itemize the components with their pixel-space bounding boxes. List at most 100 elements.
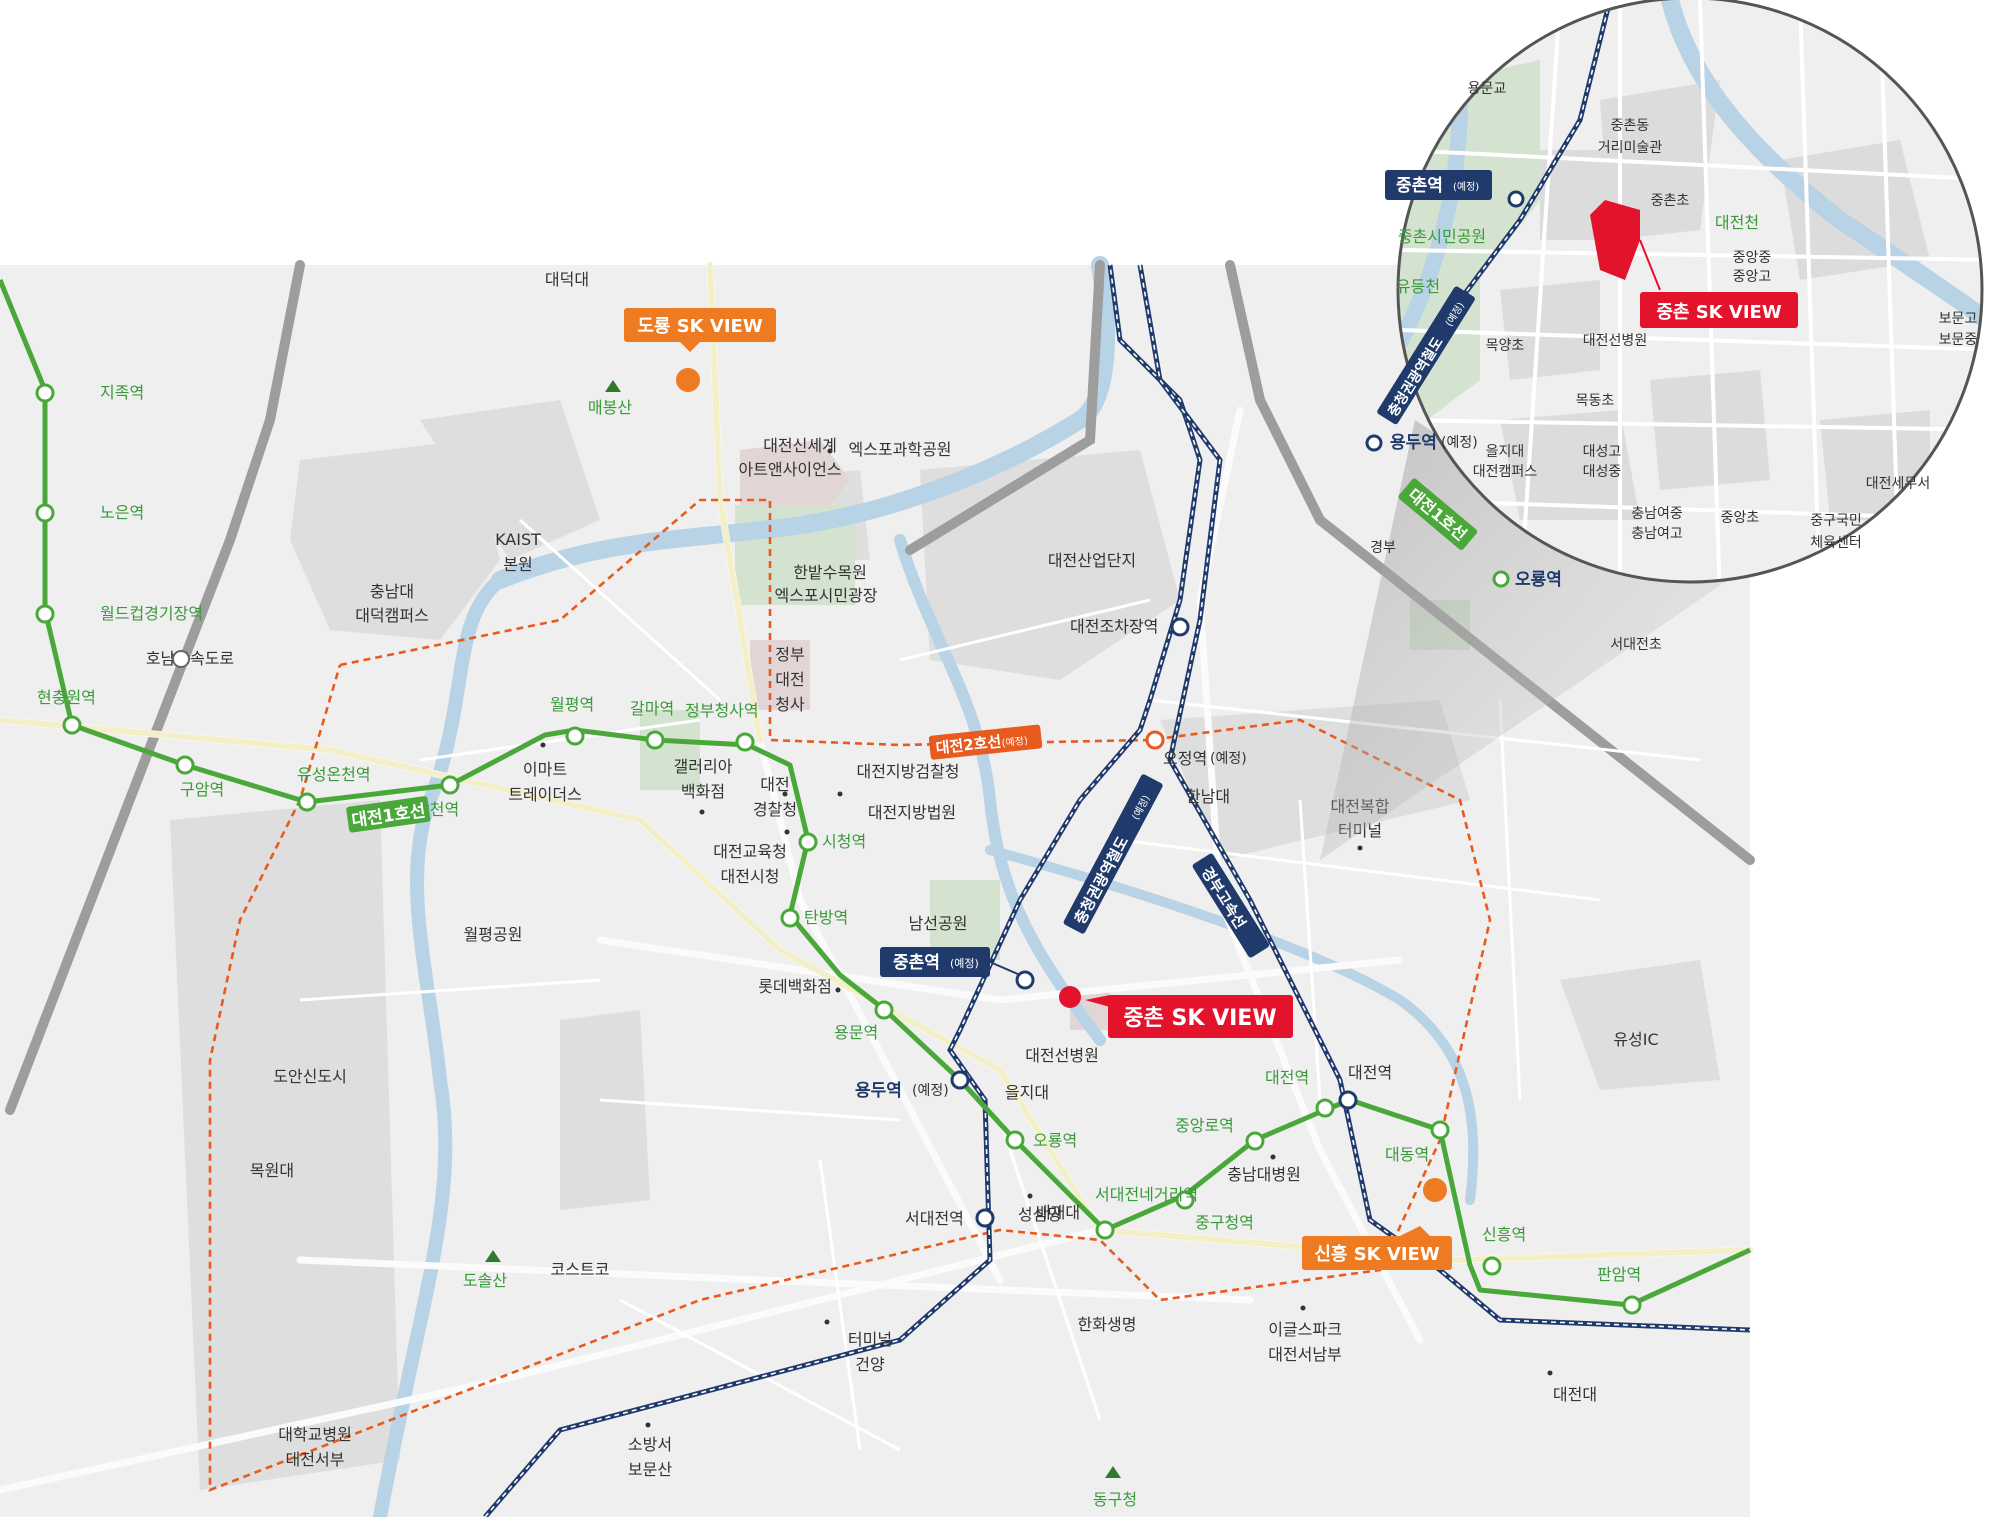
project-main[interactable]: 중촌 SK VIEW [1059,986,1293,1038]
rail-station-seodaejeon[interactable] [975,1208,995,1228]
rail-station-daejeon[interactable] [1338,1090,1358,1110]
inset-station-yongdu[interactable] [1365,434,1383,452]
line1-station-dot[interactable] [62,715,82,735]
district-label: 한밭수목원 [793,563,867,582]
svg-text:오정역: 오정역 [1163,749,1207,768]
svg-text:(예정): (예정) [1001,735,1028,750]
project-dorong[interactable]: 도룡 SK VIEW [624,308,776,392]
district-label: KAIST [495,530,541,549]
line1-station-label: 월드컵경기장역 [100,604,203,623]
mountain-icon [485,1250,501,1262]
rail-station-junchon[interactable] [1015,970,1035,990]
district-label: 대전시청 [721,867,780,886]
rail-lines [483,264,1751,1517]
line1-station-dot[interactable] [35,503,55,523]
district-label: 대전서남부 [1268,1345,1342,1364]
inset-map: 중촌역 (예정) 용두역 (예정) 오룡역 충청권광역철도 (예정) 대전1호선… [1365,0,1984,653]
inset-project-callout[interactable]: 중촌 SK VIEW [1640,292,1798,328]
line1-stations [35,383,1642,1315]
inset-label: 중앙고 [1733,269,1772,285]
line1-station-dot[interactable] [1175,1190,1195,1210]
line2-badge: 대전2호선 (예정) [928,724,1043,760]
inset-label: 목동초 [1576,393,1615,409]
district-label: 대전대 [1553,1385,1597,1404]
mountain-icon [605,380,621,392]
yongdu-label: 용두역 (예정) [855,1081,949,1101]
inset-station-junchon[interactable] [1507,190,1525,208]
district-label: 매봉산 [588,398,632,417]
district-label: 이마트 [523,760,567,779]
inset-label: 거리미술관 [1598,140,1663,156]
inset-label: 체육센터 [1810,535,1862,551]
junchon-callout: 중촌역 (예정) [880,947,1021,977]
line1-station-dot[interactable] [440,775,460,795]
line1-station-dot[interactable] [35,383,55,403]
line1-station-dot[interactable] [1095,1220,1115,1240]
seodaejeon-label: 서대전역 [905,1209,964,1228]
daejeon-rail-label: 대전역 [1348,1063,1392,1082]
district-label: 대전지방검찰청 [856,762,959,781]
line1-station-dot[interactable] [35,604,55,624]
line1-station-label: 신흥역 [1482,1225,1526,1244]
line1-station-label: 유성온천역 [297,765,371,784]
district-label: 도솔산 [463,1271,507,1290]
line1-station-dot[interactable] [1430,1120,1450,1140]
inset-label: 중앙초 [1721,510,1760,526]
svg-text:신흥 SK VIEW: 신흥 SK VIEW [1314,1243,1439,1265]
district-label: 엑스포시민광장 [774,586,877,605]
line1-station-label: 노은역 [100,503,144,522]
inset-label: 충남여고 [1631,526,1683,542]
inset-oryong-label: 오룡역 [1515,570,1562,590]
inset-label: 중구국민 [1810,513,1862,529]
district-label: 충남대병원 [1227,1165,1301,1184]
svg-text:용두역: 용두역 [1390,433,1437,453]
line1-station-label: 구암역 [180,780,224,799]
line1-station-dot[interactable] [735,732,755,752]
line1-station-label: 대전역 [1265,1068,1309,1087]
yuseong-ic-marker [172,650,190,668]
district-label: 충남대 [370,582,414,601]
district-label: 대전교육청 [713,842,787,861]
inset-label: 중촌초 [1651,193,1690,209]
project-sinheung[interactable]: 신흥 SK VIEW [1302,1178,1452,1270]
line1-station-dot[interactable] [645,730,665,750]
line1-station-dot[interactable] [1245,1131,1265,1151]
svg-text:중촌역: 중촌역 [893,953,940,973]
district-label: 성심당 [1018,1205,1062,1224]
landmarks [740,440,1110,1030]
line1-station-label: 탄방역 [804,908,848,927]
inset-label: 대성고 [1583,444,1622,460]
line1-station-dot[interactable] [780,908,800,928]
rail-station-yongdu[interactable] [950,1070,970,1090]
rail-station-jochajang[interactable] [1170,617,1190,637]
inset-label: 중촌동 [1611,118,1650,134]
line1-station-dot[interactable] [1622,1295,1642,1315]
district-label: 트레이더스 [508,785,582,804]
inset-station-oryong[interactable] [1492,570,1510,588]
line1-station-label: 오룡역 [1033,1131,1077,1150]
svg-text:(예정): (예정) [1453,181,1479,193]
line1-station-dot[interactable] [1482,1256,1502,1276]
district-labels: 대덕대매봉산KAIST본원충남대대덕캠퍼스대전신세계아트앤사이언스엑스포과학공원… [146,270,1659,1509]
line1-station-label: 현충원역 [37,688,96,707]
district-label: 월평공원 [464,925,523,944]
line1-station-dot[interactable] [297,792,317,812]
line1-station-dot[interactable] [798,832,818,852]
rail-station-ojeong[interactable] [1145,730,1165,750]
line1-station-dot[interactable] [565,726,585,746]
line1-station-dot[interactable] [1315,1098,1335,1118]
mountain-icon [1105,1466,1121,1478]
line1-station-dot[interactable] [175,755,195,775]
rail-stations [950,617,1358,1228]
inset-label: 보문중 [1939,332,1978,348]
line1-station-dot[interactable] [874,1000,894,1020]
inset-label: 대전캠퍼스 [1473,464,1538,480]
district-label: 배재대 [1036,1203,1080,1222]
district-label: 대덕캠퍼스 [355,606,429,625]
line1-station-label: 정부청사역 [685,701,759,720]
rivers [373,256,1479,1517]
line1-station-dot[interactable] [1005,1130,1025,1150]
district-label: 대전산업단지 [1048,551,1136,570]
